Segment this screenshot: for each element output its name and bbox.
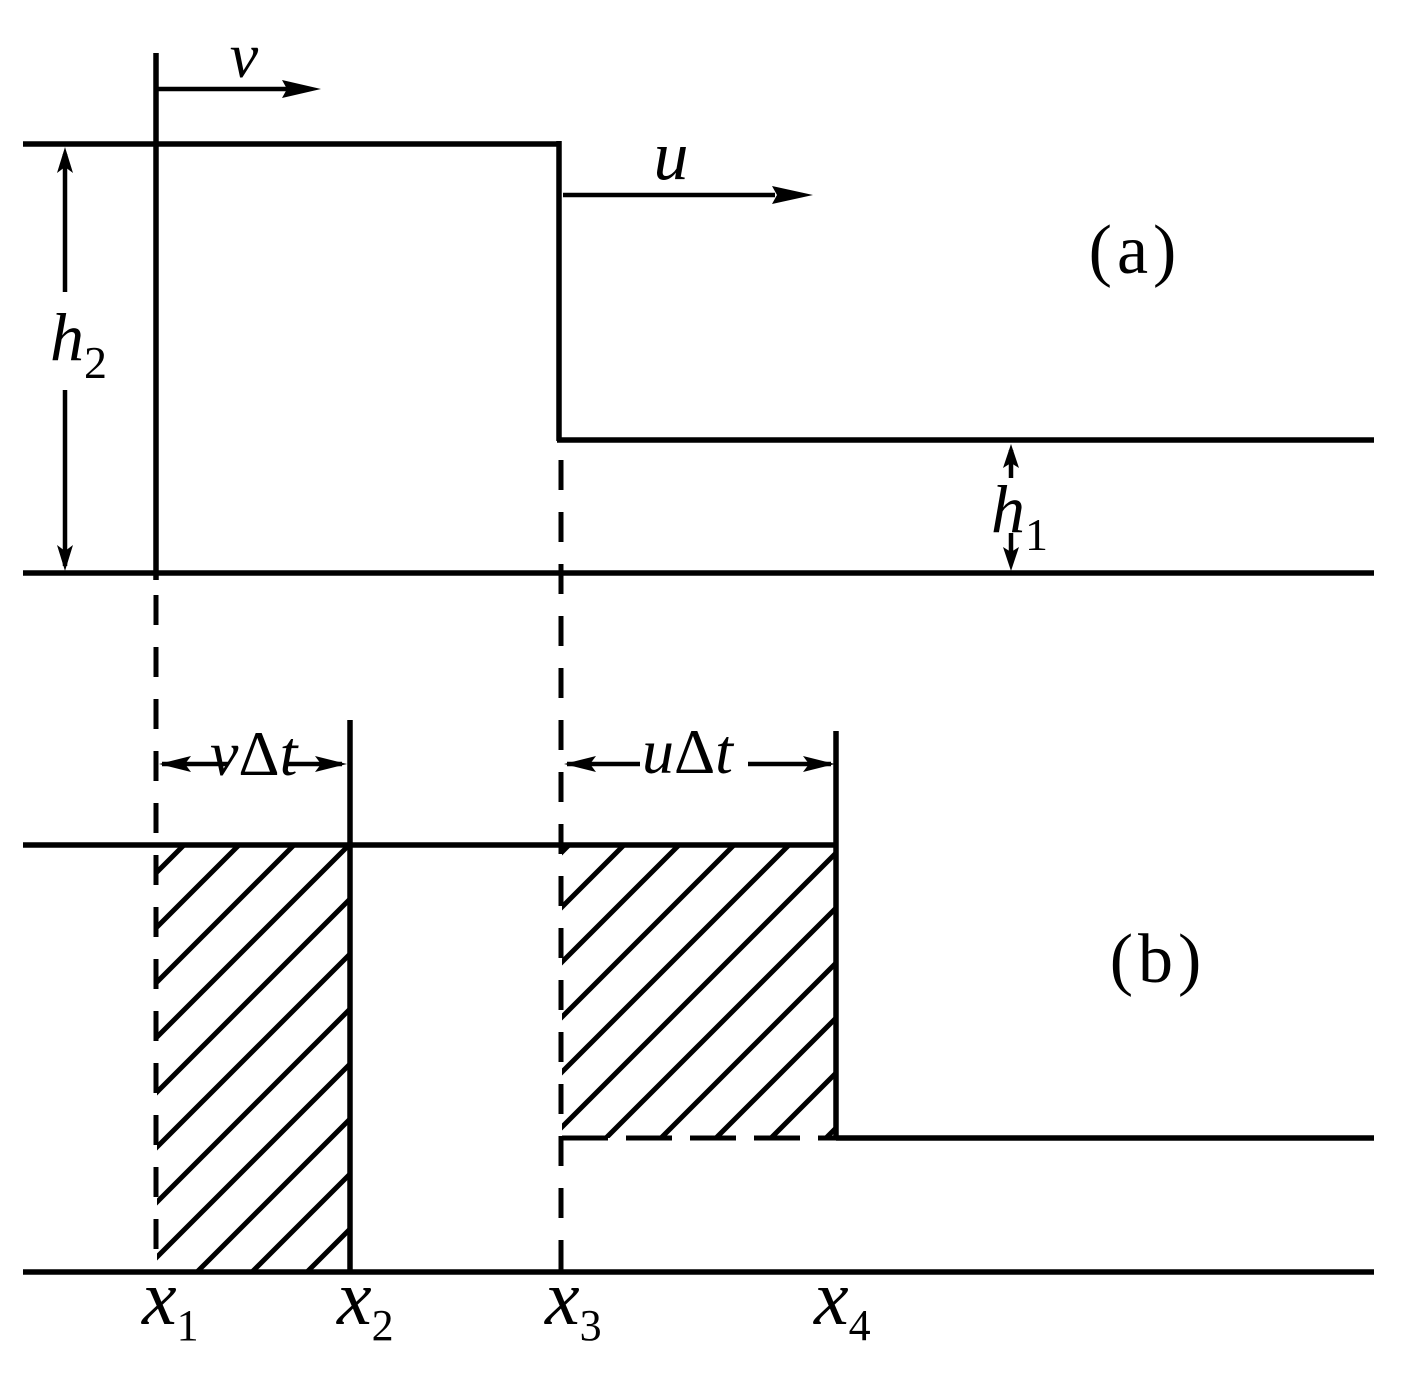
svg-text:u: u [654,118,689,195]
svg-text:uΔt: uΔt [642,716,735,787]
svg-text:x2: x2 [336,1254,394,1350]
svg-text:(a): (a) [1089,212,1182,289]
svg-text:v: v [230,20,259,91]
svg-text:(b): (b) [1110,921,1207,998]
svg-text:vΔt: vΔt [210,718,300,789]
